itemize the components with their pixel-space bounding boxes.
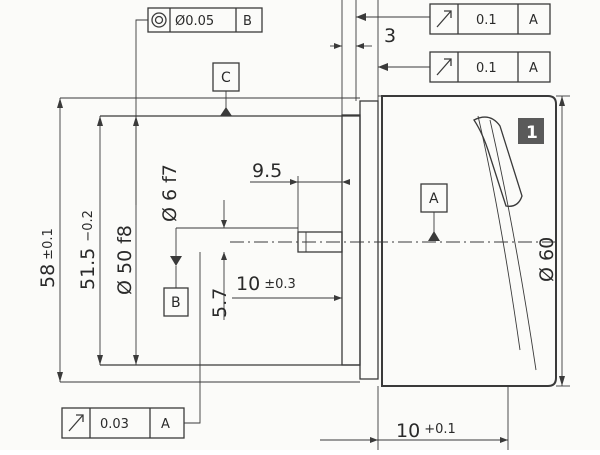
fcf-concentricity-leader [135, 19, 148, 205]
dim-dia-60: Ø 60 [536, 95, 570, 387]
dim-dia-50: Ø 50 f8 [114, 116, 139, 365]
dim-offset-value: 5.7 [209, 288, 231, 318]
dim-overall-height: 58±0.1 [37, 98, 63, 382]
dim-dia-6: Ø 6 f7 [159, 164, 181, 222]
datum-a-label: A [429, 191, 439, 207]
dim-body-length-value: 10+0.1 [396, 420, 456, 442]
dim-dia-50-value: Ø 50 f8 [114, 225, 136, 295]
datum-b-label: B [171, 295, 181, 311]
fcf-runout-2-datum: A [529, 61, 538, 76]
datum-b: B [163, 227, 298, 317]
fcf-concentricity-tolerance: Ø0.05 [175, 14, 214, 29]
dim-height-51: 51.5−0.2 [77, 116, 103, 365]
datum-triangle-icon [428, 231, 440, 241]
body-contour [477, 115, 521, 351]
datum-triangle-icon [220, 107, 232, 116]
dim-pilot-length-value: 10±0.3 [236, 273, 296, 295]
dim-shaft-length: 9.5 [250, 160, 350, 232]
fcf-runout-1-datum: A [529, 13, 538, 28]
fcf-runout-1: 0.1 A [356, 3, 551, 35]
dim-dia-60-value: Ø 60 [536, 237, 558, 282]
fcf-runout-2-tolerance: 0.1 [476, 61, 497, 76]
dim-offset: 5.7 [209, 200, 231, 320]
part-outline [60, 95, 560, 387]
fcf-runout-bottom: 0.03 A [61, 252, 201, 439]
datum-triangle-icon [170, 256, 182, 266]
dim-flange-thickness-value: 3 [384, 25, 396, 47]
dim-shaft-length-value: 9.5 [252, 160, 282, 182]
part-number-badge-label: 1 [526, 123, 538, 143]
motor-body [381, 95, 557, 387]
dim-height-51-value: 51.5−0.2 [77, 210, 99, 290]
datum-c: C [212, 62, 240, 116]
dim-pilot-length: 10±0.3 [232, 273, 342, 301]
circular-runout-icon [436, 58, 452, 76]
fcf-runout-bottom-tolerance: 0.03 [100, 417, 129, 432]
fcf-concentricity: Ø0.05 B [135, 7, 263, 205]
fcf-runout-2: 0.1 A [378, 51, 551, 83]
dim-overall-height-value: 58±0.1 [37, 228, 59, 288]
concentricity-icon [151, 12, 167, 28]
flange [341, 114, 361, 366]
dim-dia-6-value: Ø 6 f7 [159, 164, 181, 222]
fcf-runout-bottom-leader [184, 252, 201, 424]
fcf-concentricity-datum: B [243, 14, 252, 29]
circular-runout-icon [436, 10, 452, 28]
flange-ring [359, 100, 379, 380]
body-contour-2 [489, 119, 537, 371]
fcf-runout-1-tolerance: 0.1 [476, 13, 497, 28]
datum-c-label: C [221, 70, 231, 86]
part-number-badge: 1 [518, 118, 544, 144]
fcf-runout-bottom-datum: A [161, 417, 170, 432]
datum-a: A [420, 183, 448, 241]
circular-runout-icon [68, 414, 84, 432]
dim-flange-thickness: 3 [330, 25, 396, 49]
dim-body-length: 10+0.1 [320, 386, 509, 450]
